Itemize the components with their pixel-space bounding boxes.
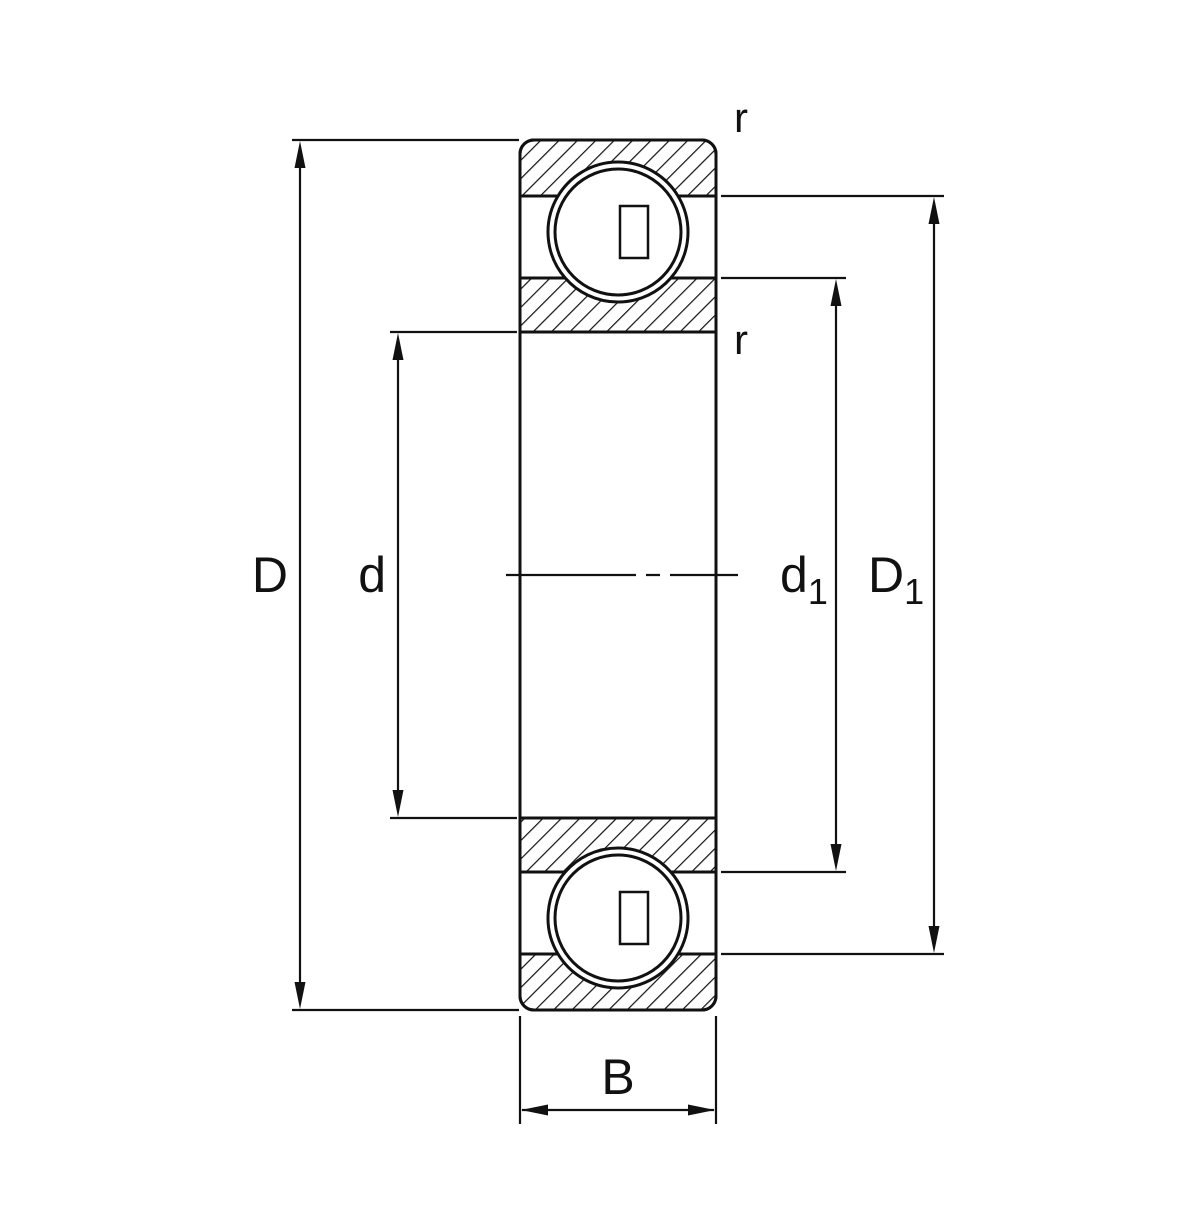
- dim-label-inner-shoulder-base: d: [780, 547, 808, 603]
- dim-label-outer-shoulder-base: D: [868, 547, 904, 603]
- arrow-up-icon: [830, 279, 842, 306]
- dim-label-width: B: [601, 1049, 634, 1105]
- raceway-arc-top-left: [546, 195, 567, 279]
- arrow-down-icon: [928, 926, 940, 953]
- arrow-right-icon: [688, 1104, 715, 1116]
- dim-bore-diameter: [390, 330, 517, 820]
- cage-top-section: [618, 204, 650, 260]
- dim-label-outer-shoulder-sub: 1: [904, 571, 924, 612]
- inner-ring-bottom-section: [518, 816, 718, 874]
- cage-bottom-section: [618, 890, 650, 946]
- raceway-arc-top-right: [669, 195, 690, 279]
- corner-radius-label-inner: r: [734, 316, 748, 363]
- arrow-up-icon: [392, 333, 404, 360]
- dim-label-outer-diameter: D: [252, 547, 288, 603]
- ball-bottom: [553, 853, 683, 983]
- dim-width: [518, 1016, 718, 1124]
- raceway-arc-bottom-left: [546, 871, 567, 955]
- dim-label-bore-diameter: d: [358, 547, 386, 603]
- arrow-up-icon: [294, 141, 306, 168]
- dim-outer-shoulder-diameter: [721, 194, 944, 956]
- dimension-lines: [292, 138, 944, 1124]
- raceway-arc-bottom-right: [669, 871, 690, 955]
- arrow-up-icon: [928, 197, 940, 224]
- arrow-down-icon: [294, 982, 306, 1009]
- inner-ring-top-section: [518, 276, 718, 334]
- ball-top: [553, 167, 683, 297]
- dim-label-inner-shoulder: d1: [780, 547, 828, 612]
- corner-radius-label-top: r: [734, 94, 748, 141]
- dim-inner-shoulder-diameter: [721, 276, 846, 874]
- dim-label-inner-shoulder-sub: 1: [808, 571, 828, 612]
- dim-label-outer-shoulder: D1: [868, 547, 924, 612]
- arrow-down-icon: [392, 790, 404, 817]
- arrow-left-icon: [521, 1104, 548, 1116]
- arrow-down-icon: [830, 844, 842, 871]
- dim-outer-diameter: [292, 138, 519, 1012]
